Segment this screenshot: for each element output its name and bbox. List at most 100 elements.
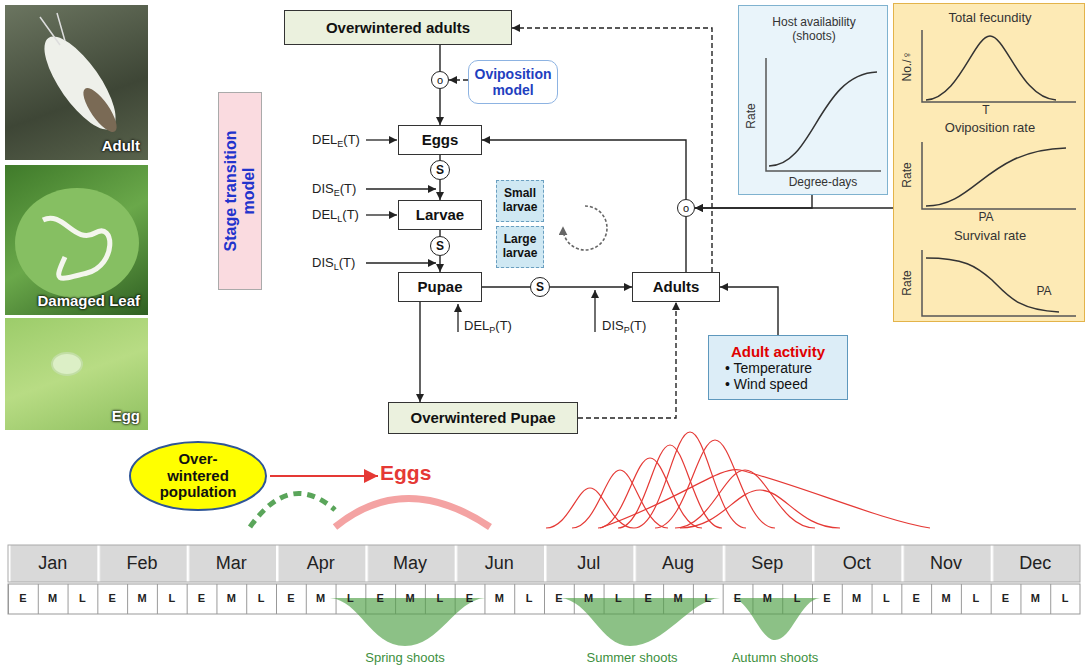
model-title-box: Stage transition model [218,92,262,290]
photo-label: Damaged Leaf [37,292,140,309]
month-cell: Jul [544,545,633,582]
grid-rect [8,545,1080,582]
line-path [600,470,930,528]
line-path [732,598,820,640]
line-path [366,214,397,215]
chart-title: Oviposition rate [945,121,1035,136]
chart-panel: Total fecundityNo./♀TOviposition rateRat… [893,3,1085,322]
stage-box: Adults [632,272,720,302]
model-title: Stage transition model [222,116,259,266]
operator-circle: S [530,277,550,297]
chart-title: Survival rate [954,229,1026,244]
grid-rect [8,584,1080,614]
flow-connector [482,286,530,287]
line-path [675,470,815,528]
specimen-photo: Damaged Leaf [5,165,148,315]
period-cell: M [484,584,514,614]
photo-label: Egg [112,407,140,424]
axis-label: No./♀ [901,50,915,81]
box-label: Overwintered adults [289,19,507,36]
axis-label: Rate [745,103,759,128]
line-path [366,188,436,189]
axis-label: Host availability (shoots) [759,16,869,44]
flow-connector [449,79,468,80]
period-cell: E [991,584,1021,614]
shoot-label: Summer shoots [586,650,677,666]
line-path [43,218,110,278]
axis-label: Rate [901,162,915,187]
bullet-item: • Temperature [713,360,843,376]
operator-symbol: S [436,164,444,176]
operator-circle: o [677,199,695,217]
period-cell: E [276,584,306,614]
chart-panel: Host availability (shoots) RateDegree-day… [738,5,888,195]
flow-connector [439,45,440,71]
shape-ellipse [52,353,82,375]
shoot-label: Spring shoots [365,650,445,666]
mini-chart [894,4,1085,322]
month-cell: Sep [723,545,812,582]
line-path [270,475,378,477]
operator-symbol: o [683,203,689,214]
month-cell: Feb [97,545,186,582]
photo-art [5,5,148,160]
subscript: E [334,188,340,198]
period-cell: M [38,584,68,614]
period-cell: M [752,584,782,614]
period-cell: L [157,584,187,614]
period-cell: L [782,584,812,614]
flow-connector [550,286,632,287]
box-label: Overwintered Pupae [393,409,573,426]
period-cell: M [1020,584,1050,614]
line-path [335,499,490,528]
period-cell: E [365,584,395,614]
shape-group [546,432,930,528]
operator-circle: o [431,71,449,89]
period-cell: M [931,584,961,614]
period-cell: M [842,584,872,614]
shape-group [922,30,1076,316]
line-path [366,139,397,140]
period-cell: M [574,584,604,614]
line-path [769,72,877,166]
rate-function-label: DISE(T) [312,181,356,199]
period-cell: L [961,584,991,614]
axis-label: Degree-days [789,176,858,190]
info-box: Adult activity• Temperature• Wind speed [708,335,848,400]
period-cell: M [663,584,693,614]
subscript: L [337,214,342,224]
period-cell: L [425,584,455,614]
period-cell: L [514,584,544,614]
grid-rect [8,584,1080,614]
period-cell: E [97,584,127,614]
grid-rect [8,545,1080,582]
subscript: P [624,325,630,335]
substage-box: Large larvae [496,226,544,268]
shape-group [330,598,820,646]
line-path [560,598,720,646]
substage-box: Small larvae [496,180,544,222]
flow-connector [419,302,420,402]
shape-ellipse [78,84,123,137]
box-label: Pupae [403,278,477,295]
line-path [655,440,775,528]
axis-label: PA [1036,285,1051,299]
photo-label: Adult [102,137,140,154]
line-path [922,250,1076,316]
flow-connector [685,217,686,272]
period-cell: L [1050,584,1080,614]
chart-title: Total fecundity [948,11,1031,26]
box-label: Small larvae [501,187,539,215]
period-cell: M [306,584,336,614]
operator-symbol: S [536,281,544,293]
model-box: Oviposition model [468,60,558,104]
period-cell: E [8,584,38,614]
flow-connector [439,180,440,200]
line-path [40,13,65,45]
line-path [594,290,595,332]
month-cell: May [365,545,454,582]
period-cell: E [544,584,574,614]
period-cell: L [336,584,366,614]
grid-rect [8,545,1080,582]
population-ellipse: Over-wintered population [128,440,268,512]
